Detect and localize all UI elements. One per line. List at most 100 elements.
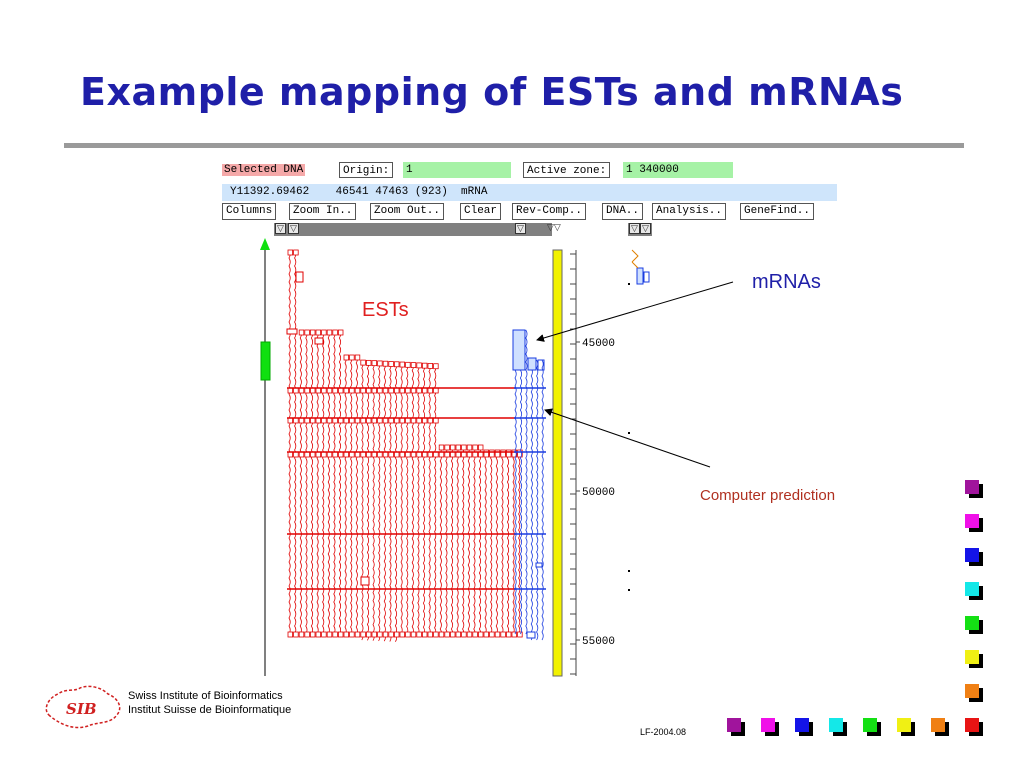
est-read [456, 444, 459, 638]
est-exon [477, 444, 484, 451]
est-exon [287, 249, 293, 256]
est-read [322, 329, 325, 635]
est-exon [315, 631, 321, 638]
est-exon [455, 631, 461, 638]
zoom-out-button[interactable]: Zoom Out.. [370, 203, 445, 220]
est-exon [466, 631, 473, 638]
est-read [512, 449, 515, 635]
est-exon [472, 444, 478, 451]
mrna-read [536, 359, 539, 641]
est-read [445, 444, 448, 638]
mrnas-label: mRNAs [752, 271, 821, 293]
column-toggle-icon[interactable]: ▽ [515, 223, 526, 234]
mrna-read [530, 359, 533, 641]
est-read [450, 444, 454, 638]
est-exon [517, 631, 523, 638]
title-rule [64, 143, 964, 148]
color-square [829, 718, 843, 732]
est-read [422, 362, 426, 636]
est-read [478, 444, 482, 638]
est-exon [371, 360, 377, 367]
color-square [795, 718, 809, 732]
est-exon [309, 329, 316, 336]
est-read [316, 329, 319, 635]
column-toggle-icon[interactable]: ▽ [288, 223, 299, 234]
mrna-read [541, 359, 544, 641]
mrna-exon [527, 357, 537, 371]
locator-arrow-icon [260, 238, 270, 250]
ruler-label: 45000 [582, 338, 615, 350]
est-exon [304, 329, 310, 336]
est-exon [433, 363, 439, 370]
est-exon [444, 631, 450, 638]
est-exon [293, 631, 299, 638]
color-square [965, 718, 979, 732]
column-toggle-icon[interactable]: ▽ [275, 223, 286, 234]
est-read [305, 329, 308, 635]
est-exon [365, 359, 372, 366]
est-exon [360, 359, 366, 366]
analysis-button[interactable]: Analysis.. [652, 203, 727, 220]
ests-label: ESTs [362, 299, 409, 321]
est-exon [449, 631, 456, 638]
est-exon [500, 631, 506, 638]
est-read [355, 354, 358, 636]
active-zone-label: Active zone: [523, 162, 611, 178]
est-read [462, 444, 465, 638]
est-exon [494, 631, 501, 638]
est-read [333, 329, 336, 635]
est-read [378, 360, 381, 642]
est-read [417, 362, 420, 636]
mrna-track [512, 249, 650, 641]
column-toggle-icon[interactable]: ▽ [640, 223, 651, 234]
mrna-exon [643, 271, 650, 283]
rev-comp-button[interactable]: Rev-Comp.. [512, 203, 587, 220]
est-exon [304, 631, 310, 638]
est-exon [382, 360, 389, 367]
est-read [394, 361, 398, 642]
columns-button[interactable]: Columns [222, 203, 277, 220]
est-exon [427, 363, 433, 369]
est-exon [315, 329, 321, 336]
mrna-read [514, 329, 517, 635]
color-square [965, 548, 979, 562]
est-exon [295, 271, 304, 283]
column-scrollbar[interactable] [274, 223, 552, 236]
clear-button[interactable]: Clear [460, 203, 502, 220]
est-exon [461, 444, 467, 451]
est-exon [371, 631, 377, 638]
est-exon [326, 631, 333, 638]
est-exon [377, 631, 383, 638]
est-read [400, 361, 403, 635]
dot [628, 432, 630, 434]
est-exon [505, 631, 512, 638]
genefind-button[interactable]: GeneFind.. [740, 203, 815, 220]
column-toggle-icon[interactable]: ▽ [629, 223, 640, 234]
est-exon [349, 354, 355, 361]
est-exon [489, 631, 495, 638]
est-exon [388, 631, 394, 638]
est-exon [321, 329, 327, 336]
est-read [310, 329, 314, 635]
est-exon [287, 631, 293, 638]
zoom-in-button[interactable]: Zoom In.. [289, 203, 357, 220]
est-read [350, 354, 353, 636]
est-read [361, 359, 364, 641]
est-exon [421, 362, 428, 369]
origin-field[interactable]: 1 [403, 162, 511, 178]
footer-line-en: Swiss Institute of Bioinformatics [128, 690, 283, 702]
color-square [931, 718, 945, 732]
mrna-exon [636, 267, 644, 285]
est-exon [382, 631, 389, 638]
ruler-label: 55000 [582, 636, 615, 648]
est-read [467, 444, 470, 638]
est-exon [472, 631, 478, 638]
est-track [286, 249, 523, 642]
est-exon [405, 631, 411, 638]
dot [628, 570, 630, 572]
active-zone-field[interactable]: 1 340000 [623, 162, 733, 178]
dna-button[interactable]: DNA.. [602, 203, 644, 220]
column-toggle-icon[interactable]: ▽▽ [547, 222, 561, 232]
sib-logo: SIB [45, 685, 121, 729]
